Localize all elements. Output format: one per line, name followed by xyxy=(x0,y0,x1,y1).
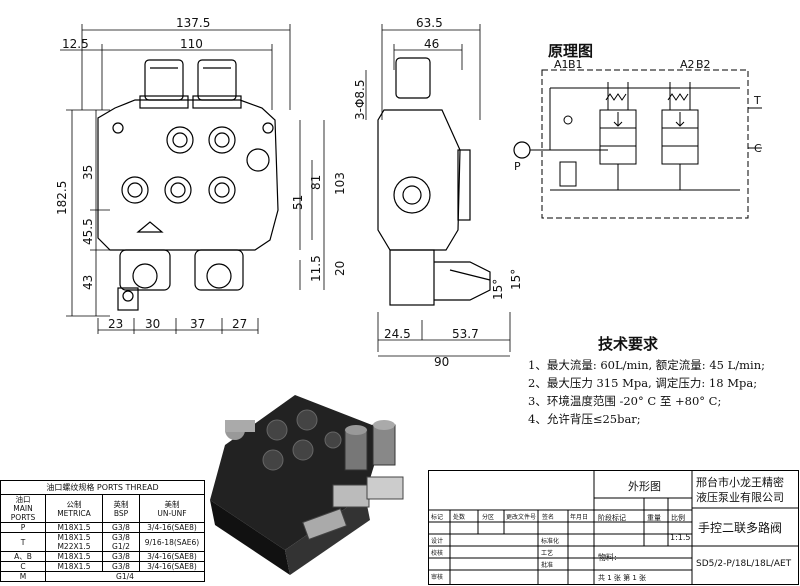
rev-header: 标记 xyxy=(431,513,443,521)
label-c: C xyxy=(754,142,762,155)
dim-hole-dia: 3-Φ8.5 xyxy=(353,80,367,121)
dim-20: 20 xyxy=(333,261,347,276)
table-row: P M18X1.5 G3/8 3/4-16(SAE8) xyxy=(0,522,205,533)
dim-51: 51 xyxy=(291,195,305,210)
weight-label: 重量 xyxy=(647,514,661,522)
dim-angle-1: 15° xyxy=(491,279,505,300)
dim-137-5: 137.5 xyxy=(176,16,210,30)
dim-12-5: 12.5 xyxy=(62,37,89,51)
label-b1: B1 xyxy=(568,58,583,71)
dim-63-5: 63.5 xyxy=(416,16,443,30)
role-approve: 批准 xyxy=(541,561,553,569)
rev-header: 签名 xyxy=(542,513,554,521)
company-line-1: 邢台市小龙王精密 xyxy=(696,475,784,489)
dim-103: 103 xyxy=(333,172,347,195)
dim-bottom-37: 37 xyxy=(190,317,205,331)
dim-angle-2: 15° xyxy=(509,269,523,290)
dim-11-5: 11.5 xyxy=(309,255,323,282)
table-row: M G1/4 xyxy=(0,571,205,582)
side-view-drawing: 63.5 46 3-Φ8.5 15° 15° 24.5 53.7 90 xyxy=(353,16,523,369)
rev-header: 处数 xyxy=(453,513,465,521)
label-a1: A1 xyxy=(554,58,569,71)
company-line-2: 液压泵业有限公司 xyxy=(696,490,784,504)
label-a2: A2 xyxy=(680,58,695,71)
role-review: 审核 xyxy=(431,573,443,581)
label-b2: B2 xyxy=(696,58,711,71)
front-view-drawing: 137.5 110 12.5 182.5 35 45.5 43 81 51 10… xyxy=(55,16,347,334)
role-process: 工艺 xyxy=(541,549,553,557)
label-t: T xyxy=(753,94,761,107)
table-row: A、B M18X1.5 G3/8 3/4-16(SAE8) xyxy=(0,551,205,562)
table-row: T M18X1.5 M22X1.5 G3/8 G1/2 9/16-18(SAE6… xyxy=(0,532,205,552)
rev-header: 分区 xyxy=(482,513,494,521)
requirements-title: 技术要求 xyxy=(598,335,659,353)
requirement-3: 3、环境温度范围 -20° C 至 +80° C; xyxy=(528,394,722,408)
product-name: 手控二联多路阀 xyxy=(698,520,782,535)
role-check: 校核 xyxy=(431,549,443,557)
stage-label: 阶段标记 xyxy=(598,513,626,522)
title-block: 外形图 邢台市小龙王精密 液压泵业有限公司 手控二联多路阀 SD5/2-P/18… xyxy=(428,470,799,585)
rev-header: 更改文件号 xyxy=(506,513,536,521)
material-label: 物料: xyxy=(598,552,617,562)
table-row: C M18X1.5 G3/8 3/4-16(SAE8) xyxy=(0,561,205,572)
requirement-1: 1、最大流量: 60L/min, 额定流量: 45 L/min; xyxy=(528,358,765,372)
valve-3d-render xyxy=(210,395,404,575)
requirement-4: 4、允许背压≤25bar; xyxy=(528,412,641,426)
hydraulic-schematic: A1 B1 A2 B2 T P C xyxy=(513,58,762,219)
ports-table-title: 油口螺纹规格 PORTS THREAD xyxy=(0,480,205,495)
dim-bottom-23: 23 xyxy=(108,317,123,331)
scale-value: 1:1.5 xyxy=(670,533,691,542)
role-design: 设计 xyxy=(431,537,443,545)
dim-43: 43 xyxy=(81,275,95,290)
dim-bottom-27: 27 xyxy=(232,317,247,331)
dim-35: 35 xyxy=(81,165,95,180)
dim-24-5: 24.5 xyxy=(384,327,411,341)
schematic-title: 原理图 xyxy=(548,42,594,60)
dim-bottom-30: 30 xyxy=(145,317,160,331)
rev-header: 年月日 xyxy=(570,513,588,521)
model-number: SD5/2-P/18L/18L/AET xyxy=(696,559,792,569)
scale-label: 比例 xyxy=(671,513,685,522)
outline-label: 外形图 xyxy=(628,480,661,493)
dim-182-5: 182.5 xyxy=(55,181,69,215)
dim-46: 46 xyxy=(424,37,439,51)
dim-45-5: 45.5 xyxy=(81,218,95,245)
requirement-2: 2、最大压力 315 Mpa, 调定压力: 18 Mpa; xyxy=(528,376,758,390)
dim-90: 90 xyxy=(434,355,449,369)
dim-81: 81 xyxy=(309,175,323,190)
label-p: P xyxy=(514,160,521,173)
dim-53-7: 53.7 xyxy=(452,327,479,341)
sheet-info: 共 1 张 第 1 张 xyxy=(598,573,646,582)
role-standard: 标准化 xyxy=(541,537,559,545)
dim-110: 110 xyxy=(180,37,203,51)
